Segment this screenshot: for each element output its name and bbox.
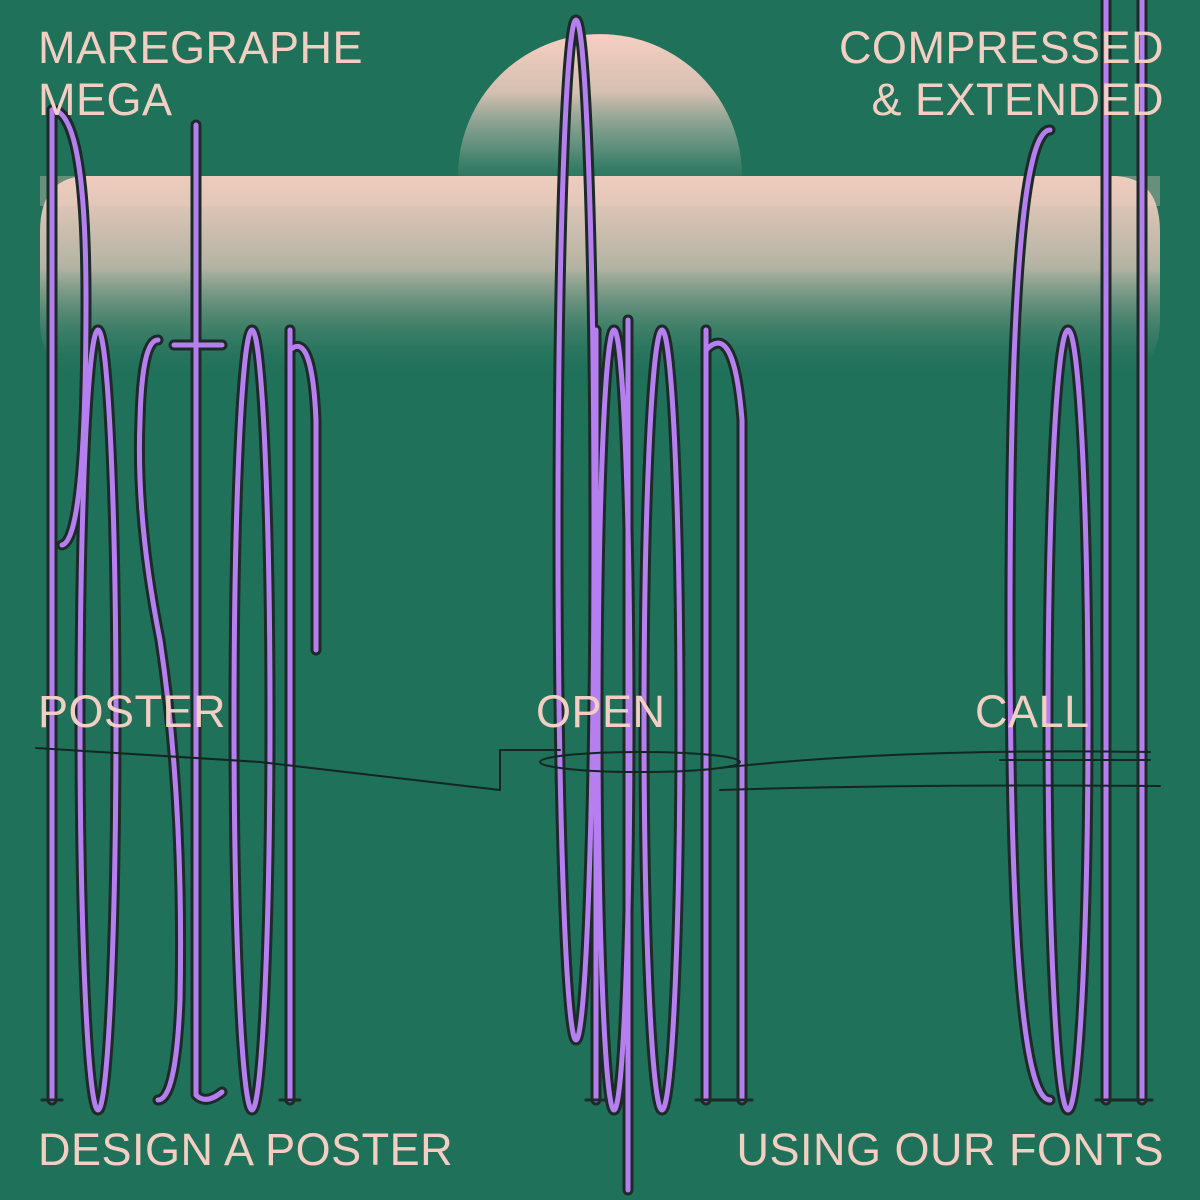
- font-name-line-2: MEGA: [38, 74, 173, 125]
- bottom-left-caption: DESIGN A POSTER: [38, 1124, 454, 1175]
- font-name-line-1: MAREGRAPHE: [38, 22, 364, 73]
- font-widths: COMPRESSED & EXTENDED: [839, 22, 1164, 126]
- middle-word-call: CALL: [975, 686, 1090, 737]
- font-widths-line-2: & EXTENDED: [871, 74, 1164, 125]
- middle-word-poster: POSTER: [38, 686, 227, 737]
- bottom-right-caption: USING OUR FONTS: [736, 1124, 1164, 1175]
- middle-word-open: OPEN: [536, 686, 666, 737]
- font-name: MAREGRAPHE MEGA: [38, 22, 363, 126]
- font-widths-line-1: COMPRESSED: [838, 22, 1164, 73]
